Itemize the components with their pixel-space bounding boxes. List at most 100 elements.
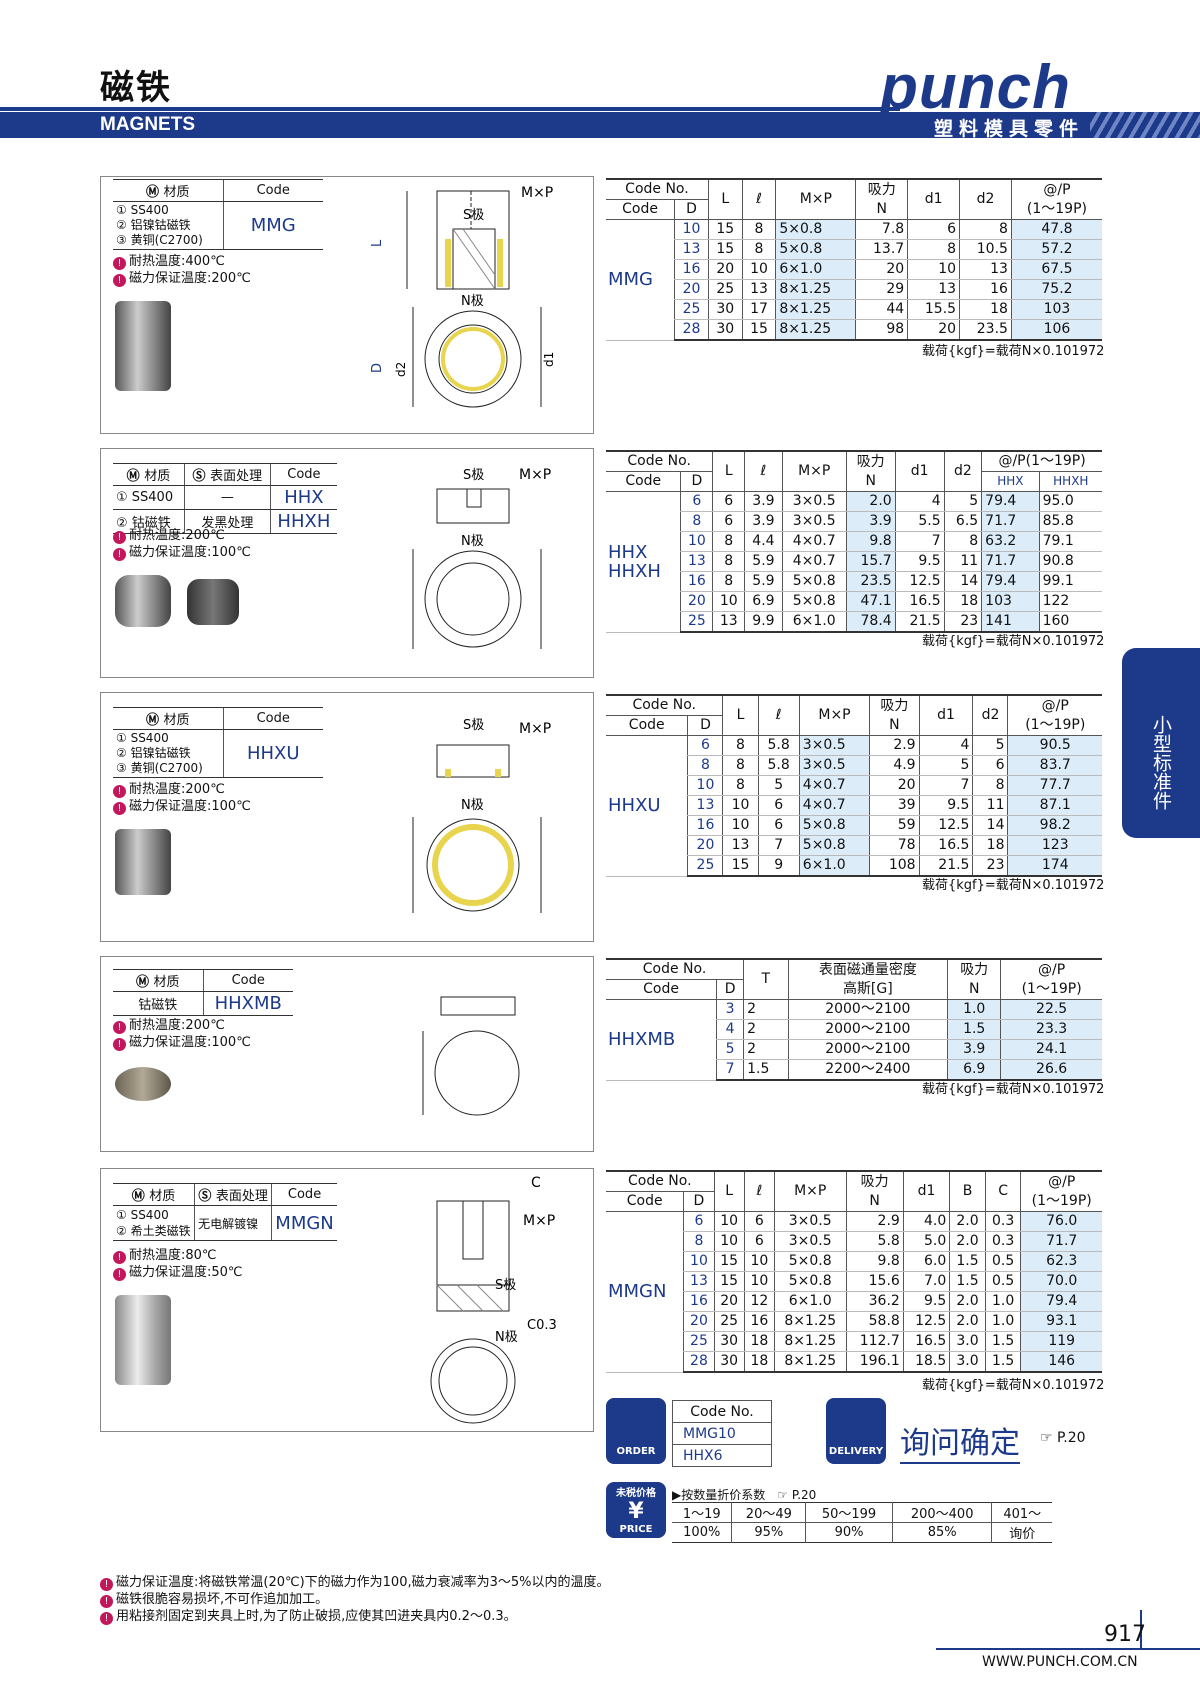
code-cell: MMGN (606, 1211, 684, 1373)
code-cell: MMG (606, 219, 675, 341)
price-icon: 未税价格¥PRICE (606, 1482, 666, 1538)
hhxu-drawing: M×P S极 N极 (412, 718, 551, 913)
load-note-2: 载荷{kgf}=载荷N×0.101972 (922, 634, 1105, 649)
mmgn-notes: !耐热温度:80℃ !磁力保证温度:50℃ (113, 1247, 243, 1281)
header-line (0, 107, 900, 111)
svg-text:M×P: M×P (519, 721, 551, 737)
mmgn-product-image (115, 1295, 171, 1385)
mmg-notes: !耐热温度:400℃ !磁力保证温度:200℃ (113, 253, 251, 287)
code-cell: HHXU (606, 735, 688, 877)
svg-text:N极: N极 (461, 798, 484, 813)
brand-slogan: 塑料模具零件 (934, 118, 1085, 140)
page-subtitle: MAGNETS (100, 114, 195, 135)
order-icon: ORDER (606, 1398, 666, 1464)
code-cell: HHXMB (606, 999, 717, 1081)
load-note-5: 载荷{kgf}=载荷N×0.101972 (922, 1378, 1105, 1393)
svg-text:N极: N极 (495, 1330, 518, 1345)
mmg-drawing: M×P S极 N极 L D d2 d1 (370, 185, 556, 408)
svg-text:d1: d1 (542, 352, 556, 367)
svg-text:S极: S极 (463, 718, 484, 733)
svg-text:M×P: M×P (523, 1213, 555, 1229)
label-mxp: M×P (521, 185, 553, 201)
hhxu-notes: !耐热温度:200℃ !磁力保证温度:100℃ (113, 781, 251, 815)
hhx-product-image (115, 575, 171, 627)
label-s: S极 (463, 208, 484, 223)
footer-url[interactable]: WWW.PUNCH.COM.CN (982, 1654, 1138, 1670)
delivery-ref[interactable]: ☞ P.20 (1040, 1430, 1086, 1446)
load-note-1: 载荷{kgf}=载荷N×0.101972 (922, 344, 1105, 359)
svg-text:S极: S极 (463, 468, 484, 483)
page-number: 917 (1104, 1622, 1146, 1647)
footer-line (936, 1648, 1200, 1650)
surface-header: Ⓢ 表面处理 (183, 463, 271, 486)
hhxmb-notes: !耐热温度:200℃ !磁力保证温度:100℃ (113, 1017, 251, 1051)
svg-text:N极: N极 (461, 534, 484, 549)
side-tab[interactable]: 小型标准件 (1122, 648, 1200, 838)
delivery-icon: DELIVERY (826, 1398, 886, 1464)
mmg-product-image (115, 301, 171, 391)
material-header: Ⓜ 材质 (113, 463, 185, 486)
label-n: N极 (461, 294, 484, 309)
footer-line-v (1140, 1610, 1142, 1648)
hhx-notes: !耐热温度:200℃ !磁力保证温度:100℃ (113, 527, 251, 561)
hhxmb-product-image (115, 1067, 171, 1101)
load-note-3: 载荷{kgf}=载荷N×0.101972 (922, 878, 1105, 893)
price-title: ▶按数量折价系数 ☞ P.20 (672, 1488, 817, 1502)
svg-text:d2: d2 (394, 362, 408, 377)
brand-logo: punch (880, 53, 1071, 122)
svg-text:M×P: M×P (519, 467, 551, 483)
order-table: Code No. MMG10 HHX6 (672, 1400, 772, 1467)
page-title: 磁铁 (100, 68, 172, 108)
hhx-drawing: M×P S极 N极 (412, 467, 551, 649)
footnotes: !磁力保证温度:将磁铁常温(20℃)下的磁力作为100,磁力衰减率为3～5%以内… (100, 1574, 610, 1625)
load-note-4: 载荷{kgf}=载荷N×0.101972 (922, 1082, 1105, 1097)
svg-text:S极: S极 (495, 1278, 516, 1293)
svg-text:C: C (531, 1175, 541, 1191)
material-header: Ⓜ 材质 (113, 179, 223, 202)
code-value: MMG (222, 201, 323, 250)
material-3: ③ 黄铜(C2700) (116, 233, 203, 247)
code-header: Code (222, 179, 323, 202)
svg-text:L: L (370, 239, 385, 247)
code-header: Code (269, 463, 337, 486)
header-stripes (1090, 112, 1200, 138)
